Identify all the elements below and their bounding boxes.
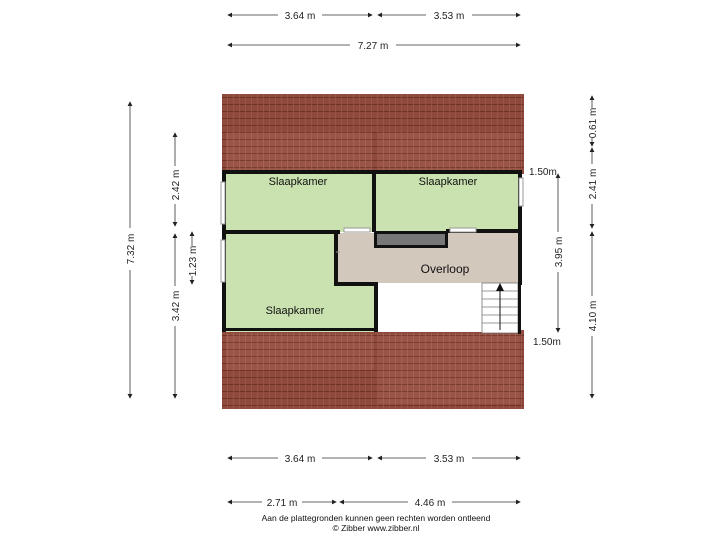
footer-disclaimer: Aan de plattegronden kunnen geen rechten… <box>262 513 491 523</box>
ceiling-height-mark-bottom: 1.50m <box>533 337 561 348</box>
dim-bottom2-left-width: 2.71 m <box>267 498 298 509</box>
footer-copyright: © Zibber www.zibber.nl <box>332 523 419 533</box>
dim-left-upper-height: 2.42 m <box>171 170 182 201</box>
dim-top-total-width: 7.27 m <box>358 41 389 52</box>
room-label-landing: Overloop <box>421 262 470 276</box>
roof-bottom-left-panel <box>226 334 374 370</box>
ceiling-height-mark-top: 1.50m <box>529 167 557 178</box>
room-label-bedroom-bottom-left: Slaapkamer <box>266 305 325 317</box>
dim-left-lower-height: 3.42 m <box>171 291 182 322</box>
dim-right-roof-height: 0.61 m <box>588 108 599 139</box>
dim-left-total-height: 7.32 m <box>126 234 137 265</box>
bedroom-bottom-left-floor-ext <box>336 284 376 332</box>
dimension-lines <box>127 12 595 505</box>
window-markers <box>220 177 524 283</box>
stair-direction-arrow <box>496 283 504 291</box>
roof-top-right-panel <box>378 132 520 172</box>
staircase <box>481 282 519 334</box>
dim-bottom-left-width: 3.64 m <box>285 454 316 465</box>
bedroom-top-right-floor <box>375 174 519 231</box>
dim-bottom2-right-width: 4.46 m <box>415 498 446 509</box>
roof-top-left-panel <box>226 132 372 172</box>
dim-bottom-right-width: 3.53 m <box>434 454 465 465</box>
dim-top-left-width: 3.64 m <box>285 11 316 22</box>
dim-right-upper-height: 2.41 m <box>588 169 599 200</box>
dim-right-lower-height: 4.10 m <box>588 301 599 332</box>
room-label-bedroom-top-left: Slaapkamer <box>269 176 328 188</box>
dim-left-inner-height: 1.23 m <box>188 246 199 277</box>
chimney-inner <box>377 234 445 245</box>
roof-bottom-right-panel <box>378 334 520 404</box>
bedroom-bottom-left-floor <box>226 234 336 332</box>
dim-right-inner-height: 3.95 m <box>554 237 565 268</box>
bedroom-top-left-floor <box>226 174 375 232</box>
room-label-bedroom-top-right: Slaapkamer <box>419 176 478 188</box>
dim-top-right-width: 3.53 m <box>434 11 465 22</box>
stair-void <box>378 284 482 332</box>
